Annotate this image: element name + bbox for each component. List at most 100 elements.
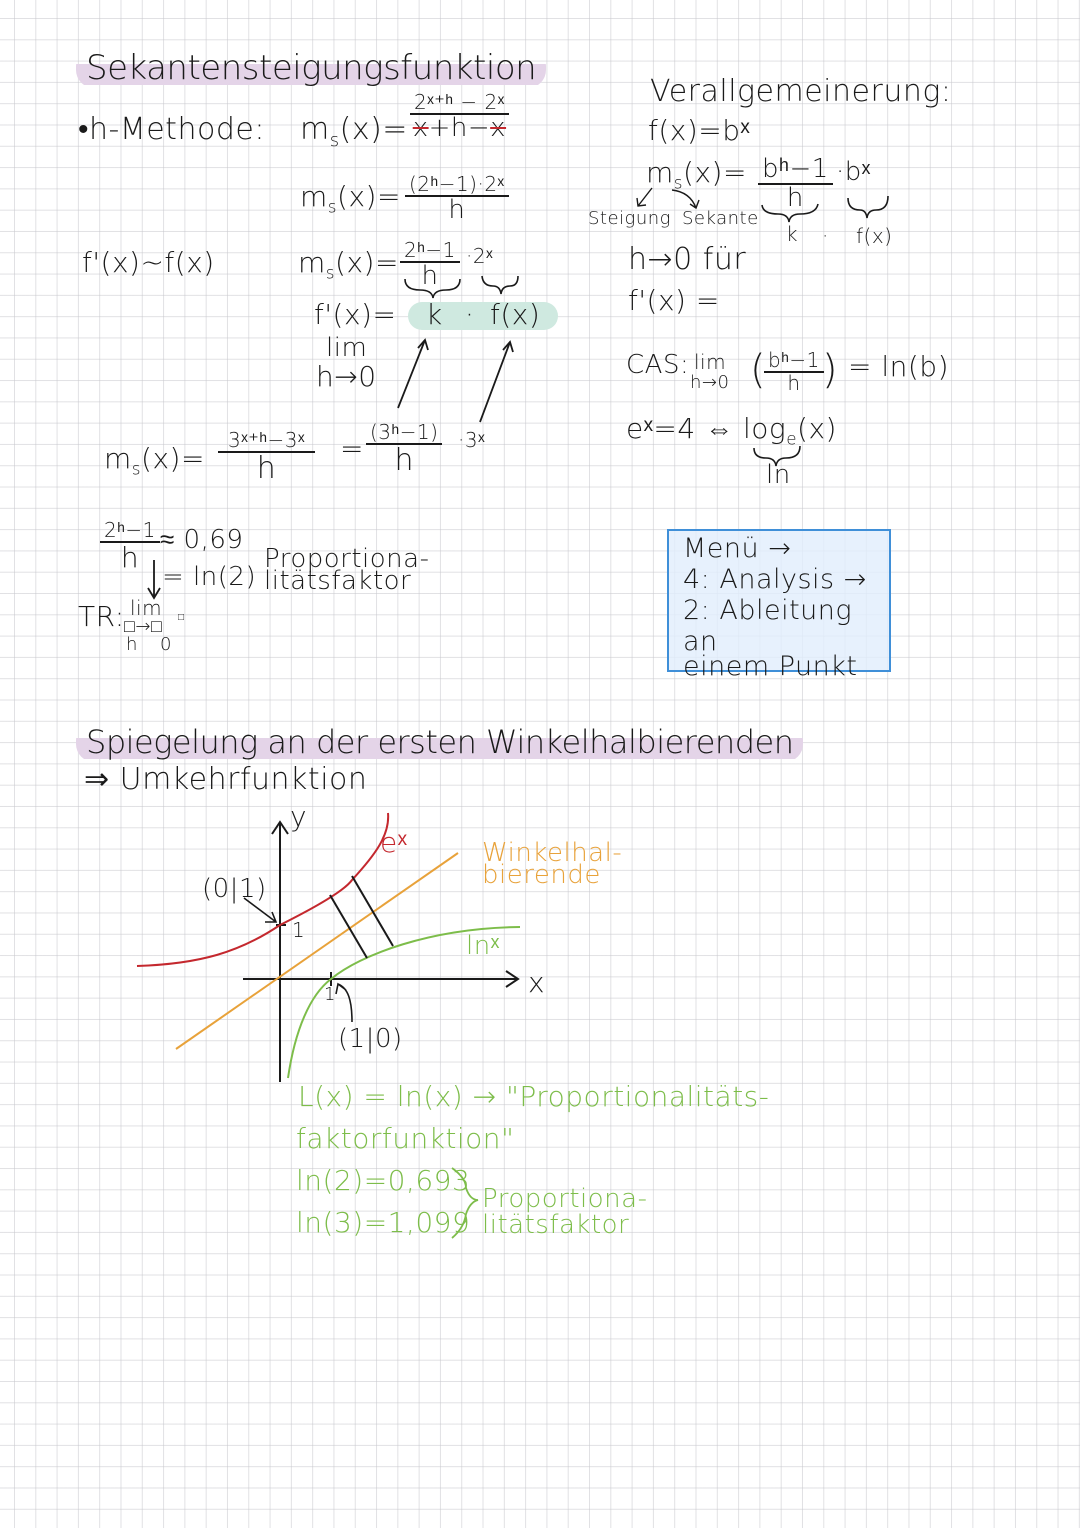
label-line: Proportiona- — [264, 544, 430, 574]
generalization-tail: ·bˣ — [836, 157, 871, 187]
x-axis — [243, 970, 520, 988]
proportionality-factor-label: Proportiona- litätsfaktor — [264, 544, 430, 596]
denominator-middle: +h− — [428, 113, 491, 143]
fprime-lhs: f'(x)= — [314, 298, 397, 331]
label-line: litätsfaktor — [482, 1210, 630, 1240]
y-axis — [271, 820, 289, 1082]
open-paren: ( — [750, 347, 767, 393]
x-axis-label: x — [528, 966, 546, 999]
ms-subscript: s — [673, 172, 684, 193]
secant-fraction-base3-factored: (3ʰ−1) h — [366, 422, 443, 478]
exp-equation: eˣ=4 ⇔ — [626, 412, 743, 445]
arrow-fx — [479, 341, 511, 423]
generalization-ms: ms(x)= — [646, 156, 747, 193]
fraction-numerator: 2ʰ−1 — [100, 520, 160, 543]
fraction-numerator: (3ʰ−1) — [366, 422, 443, 445]
generalization-fprime: f'(x) = — [628, 284, 720, 317]
brace-gen-k — [761, 203, 819, 223]
tr-sup-box: □ — [178, 612, 185, 623]
menu-line: 2: Ableitung an — [683, 595, 853, 657]
note-ln-function-cont: faktorfunktion" — [296, 1122, 515, 1155]
ms-symbol: m — [104, 442, 132, 475]
tr-under-h: h — [126, 634, 138, 655]
menu-line: 4: Analysis → — [683, 564, 867, 595]
brace-dot: · — [822, 224, 829, 248]
fraction-denominator: h — [256, 451, 277, 486]
fraction-numerator: 2ˣ⁺ʰ − 2ˣ — [410, 92, 509, 115]
brace-gen-fx — [847, 195, 889, 219]
note-ln3-value: ln(3)=1,099 — [296, 1206, 471, 1239]
ms-symbol: m — [300, 180, 328, 213]
log-equivalence: eˣ=4 ⇔ loge(x) — [626, 412, 837, 449]
secant-eq-base3: ms(x)= — [104, 442, 205, 479]
reflection-line — [329, 894, 368, 959]
point-1-0-label: (1|0) — [338, 1024, 403, 1054]
note-ln-function: L(x) = ln(x) → "Proportionalitäts- — [298, 1080, 770, 1113]
exp-curve-label: eˣ — [380, 826, 408, 859]
log-base: e — [786, 428, 798, 449]
approx-fraction: 2ʰ−1 h — [100, 520, 160, 572]
fraction-denominator: h — [787, 371, 801, 395]
approx-value: ≈ 0,69 — [160, 525, 244, 555]
log-argument: (x) — [797, 412, 837, 445]
fraction-numerator: (2ʰ−1)·2ˣ — [405, 174, 509, 197]
tr-lim: lim — [130, 596, 163, 620]
cas-lim: lim — [694, 350, 727, 374]
eq3-tail: ·2ˣ — [466, 244, 494, 268]
arrow-steigung — [636, 187, 653, 207]
generalization-fraction: bʰ−1 h — [758, 155, 833, 214]
eq-lhs: (x)= — [141, 442, 205, 475]
cas-result: = ln(b) — [848, 350, 950, 383]
section-title-sekantensteigungsfunktion: Sekantensteigungsfunktion — [76, 48, 547, 88]
ms-subscript: s — [327, 196, 338, 217]
close-paren: ) — [822, 347, 839, 393]
fraction-denominator: h — [786, 183, 804, 214]
calculator-menu-note-box: Menü → 4: Analysis → 2: Ableitung an ein… — [667, 529, 891, 682]
ms-symbol: m — [646, 156, 674, 189]
bisector-line — [175, 852, 459, 1050]
fraction-numerator: bʰ−1 — [758, 155, 833, 186]
eq-lhs: (x)= — [683, 156, 747, 189]
section-subtitle-umkehrfunktion: ⇒ Umkehrfunktion — [84, 762, 368, 797]
cas-lim-sub: h→0 — [690, 372, 730, 393]
reflection-line — [351, 875, 394, 947]
note-ln2-value: ln(2)=0,693 — [296, 1164, 471, 1197]
fraction-denominator: h — [394, 443, 414, 478]
equals-sign: = — [340, 432, 364, 465]
ms-subscript: s — [329, 130, 340, 151]
brace-proportionality — [451, 1167, 479, 1239]
annotation-steigung: Steigung — [588, 208, 671, 229]
arrow-to-1-0 — [335, 982, 353, 1023]
arrow-sekante — [671, 189, 700, 210]
brace-label-k: k — [786, 222, 799, 246]
label-line: Proportiona- — [482, 1184, 648, 1214]
arrow-to-0-1 — [243, 897, 278, 923]
label-line: Winkelhal- — [482, 838, 623, 868]
fraction-denominator: h — [448, 195, 466, 225]
bisector-label: Winkelhal- bierende — [482, 838, 623, 890]
menu-line: einem Punkt — [683, 651, 858, 682]
limit-subscript: h→0 — [316, 360, 377, 393]
fx-factor: f(x) — [490, 298, 541, 331]
cancelled-x: x — [490, 113, 507, 143]
label-line: litätsfaktor — [264, 566, 412, 596]
secant-eq-1: ms(x)= — [300, 112, 408, 151]
brace-k — [404, 278, 461, 299]
tr-under-0: 0 — [160, 634, 172, 655]
ln2-equality: = ln(2) — [162, 562, 257, 592]
eq-lhs: (x)= — [335, 246, 399, 279]
cancelled-x: x — [412, 113, 429, 143]
tr-lim-sub: □→□ — [124, 616, 163, 637]
generalization-title: Verallgemeinerung: — [650, 74, 952, 109]
multiply-dot: · — [465, 298, 475, 331]
fraction-numerator: 3ˣ⁺ʰ−3ˣ — [218, 430, 316, 453]
brace-fx — [481, 275, 519, 295]
cas-label: CAS: — [626, 350, 690, 380]
ms-subscript: s — [131, 458, 142, 479]
x-tick-1-label: 1 — [324, 984, 336, 1005]
ln-label: ln — [766, 460, 791, 490]
section-title-spiegelung: Spiegelung an der ersten Winkelhalbieren… — [76, 722, 804, 762]
label-line: bierende — [482, 860, 601, 890]
secant-eq-3: ms(x)= — [298, 246, 399, 283]
fraction-denominator: h — [421, 261, 439, 291]
